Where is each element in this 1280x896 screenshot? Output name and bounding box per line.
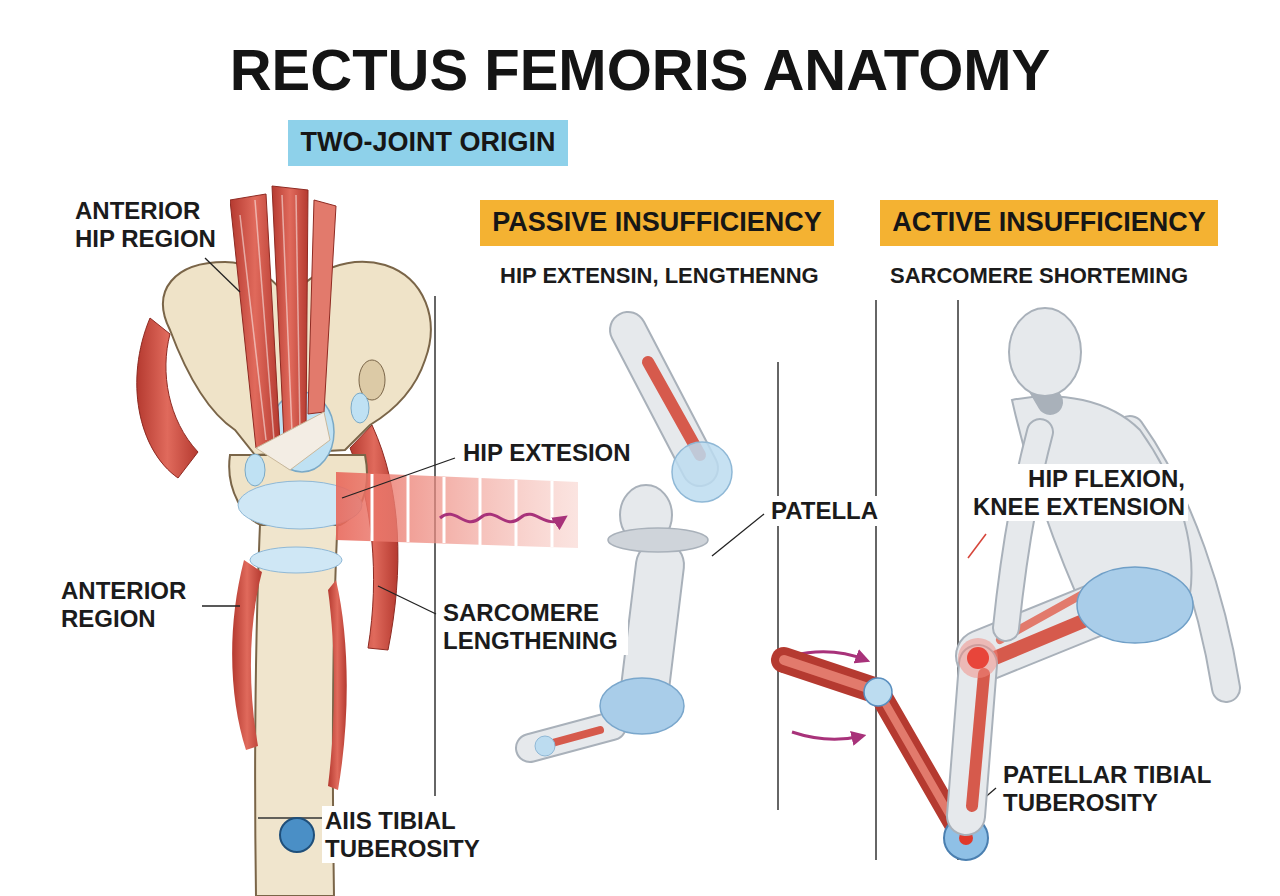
diagram-title: RECTUS FEMORIS ANATOMY [0, 38, 1280, 102]
leader-line [196, 605, 240, 606]
rectus-femoris-muscle [272, 186, 308, 438]
panel-divider [434, 296, 436, 796]
seated-figure [972, 674, 984, 806]
sarcomere-band [479, 478, 482, 545]
motion-arrow [792, 732, 862, 739]
sarcomere-band [336, 472, 578, 548]
stretch-figure [645, 565, 660, 688]
rectus-femoris-muscle [230, 186, 347, 790]
panel-divider [777, 362, 779, 810]
rectus-femoris-muscle [256, 412, 330, 470]
aiis-marker [280, 818, 314, 852]
extended-leg [880, 694, 956, 826]
rectus-femoris-muscle [240, 215, 266, 440]
seated-figure [1009, 308, 1081, 396]
rectus-femoris-muscle [230, 194, 280, 448]
part-label: PATELLA [768, 496, 881, 526]
extended-leg [784, 660, 988, 860]
sarcomere-band [407, 475, 410, 542]
stretch-figure [672, 442, 732, 502]
leader-line [196, 258, 996, 800]
extended-leg [864, 678, 892, 706]
extended-leg [880, 694, 956, 826]
part-label: SARCOMERE SHORTEMING [887, 262, 1191, 289]
sarcomere-band [440, 514, 564, 522]
panel-divider [875, 300, 877, 860]
leader-line [712, 514, 764, 556]
rectus-femoris-muscle [255, 200, 274, 440]
stretch-figure [530, 330, 732, 756]
sarcomere-band [515, 480, 518, 546]
cartilage [245, 454, 265, 486]
part-label: HIP EXTESION [460, 438, 634, 468]
seated-figure [958, 638, 998, 678]
leader-line [205, 258, 240, 292]
cartilage [250, 547, 342, 573]
leader-line [378, 586, 436, 614]
aiis-marker [280, 818, 314, 852]
sarcomere-band [551, 481, 554, 547]
section-tag: PASSIVE INSUFFICIENCY [480, 200, 834, 246]
part-label: HIP FLEXION, KNEE EXTENSION [962, 464, 1188, 521]
part-label: PATELLAR TIBIAL TUBEROSITY [1000, 760, 1256, 817]
tag-text: TWO-JOINT ORIGIN [301, 128, 556, 158]
rectus-femoris-muscle [232, 560, 262, 750]
tag-text: PASSIVE INSUFFICIENCY [492, 208, 822, 238]
stretch-figure [608, 528, 708, 552]
seated-figure [967, 647, 989, 669]
part-label: SARCOMERE LENGTHENING [440, 598, 628, 655]
sarcomere-band [372, 474, 552, 547]
tag-text: ACTIVE INSUFFICIENCY [892, 208, 1206, 238]
seated-figure [1006, 432, 1040, 628]
panel-divider [435, 296, 958, 860]
section-tag: TWO-JOINT ORIGIN [288, 120, 568, 166]
section-tag: ACTIVE INSUFFICIENCY [880, 200, 1218, 246]
seated-figure [958, 308, 1226, 816]
part-label: ANTERIOR HIP REGION [72, 196, 230, 253]
seated-figure [1077, 567, 1193, 643]
seated-figure [1006, 432, 1040, 628]
stretch-figure [645, 565, 660, 688]
part-label: AIIS TIBIAL TUBEROSITY [322, 806, 578, 863]
part-label: ANTERIOR REGION [58, 576, 202, 633]
rectus-femoris-muscle [282, 195, 292, 432]
extended-leg [784, 660, 874, 690]
cartilage [351, 393, 369, 423]
seated-figure [968, 534, 986, 558]
sarcomere-band [336, 472, 578, 548]
rectus-femoris-muscle [308, 200, 336, 414]
leader-line [342, 458, 455, 498]
rectus-femoris-muscle [328, 580, 347, 790]
sarcomere-band [443, 477, 446, 543]
stretch-figure [648, 362, 700, 455]
rectus-femoris-muscle [296, 195, 300, 432]
rectus-femoris-muscle [240, 195, 300, 440]
stretch-figure [600, 678, 684, 734]
sarcomere-band [371, 474, 374, 541]
extended-leg [784, 660, 874, 690]
stretch-figure [535, 736, 555, 756]
part-label: HIP EXTENSIN, LENGTHENNG [497, 262, 822, 289]
